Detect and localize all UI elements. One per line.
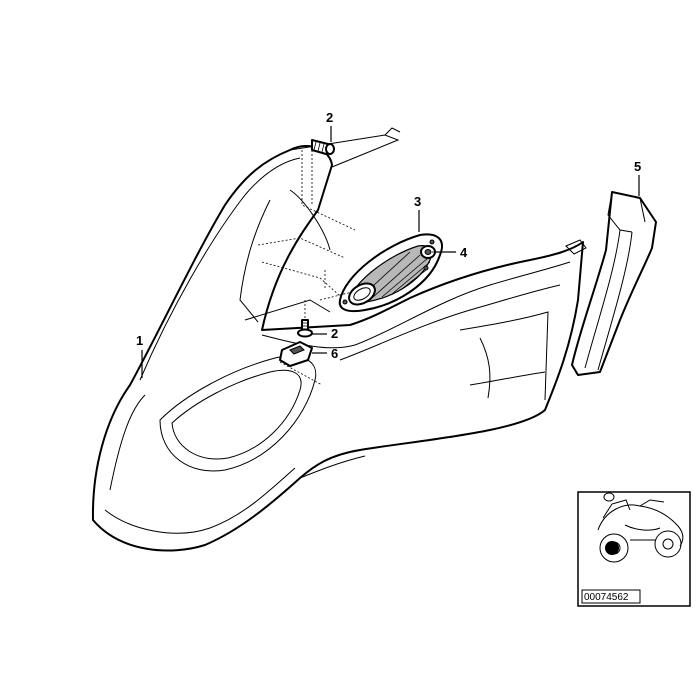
part-4-nut: [420, 245, 436, 259]
callout-3: 3: [414, 194, 421, 209]
callout-2-top: 2: [326, 110, 333, 125]
part-1-front-fairing: [91, 127, 587, 552]
part-5-rear-cover: [571, 191, 657, 376]
callout-6: 6: [331, 346, 338, 361]
part-6-clip-nut: [279, 341, 313, 367]
locator-inset: 00074562: [577, 491, 691, 607]
assembly-lines: [257, 150, 452, 386]
callout-4: 4: [460, 245, 468, 260]
inset-diagram-code: 00074562: [584, 592, 629, 603]
part-3-grille-cover: [338, 233, 443, 313]
callout-5: 5: [634, 159, 641, 174]
motorcycle-icon: [597, 492, 684, 563]
callout-1: 1: [136, 333, 143, 348]
callout-2-lower: 2: [331, 326, 338, 341]
callouts: 1 2 2 3 4 5 6: [136, 110, 641, 378]
part-2-screw-top: [311, 139, 335, 155]
part-2-screw-lower: [297, 319, 313, 338]
